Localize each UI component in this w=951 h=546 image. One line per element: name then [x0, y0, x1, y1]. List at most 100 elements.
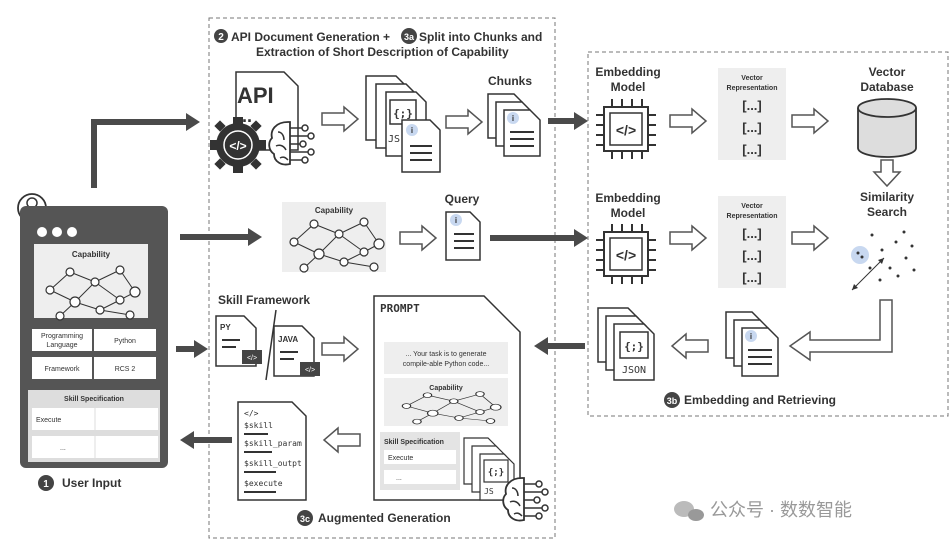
generation-section-box: [208, 17, 556, 539]
svg-text:RCS 2: RCS 2: [115, 366, 136, 373]
arrow-to-vector-1: [669, 108, 707, 134]
chunk-documents-icon: {;} JS i: [365, 75, 441, 173]
svg-text:JS: JS: [484, 487, 494, 496]
capability-graph-box: Capability: [282, 202, 386, 273]
svg-text:Programming: Programming: [41, 333, 83, 340]
framework-divider: [265, 309, 277, 381]
section-1-badge: 1: [38, 475, 54, 491]
svg-text:$skill: $skill: [244, 421, 273, 430]
svg-text:[...]: [...]: [742, 248, 762, 263]
svg-text:$skill_outpt: $skill_outpt: [244, 459, 302, 468]
svg-text:$skill_param: $skill_param: [244, 439, 302, 448]
svg-text:Vector: Vector: [741, 203, 763, 210]
python-file-icon: PY </>: [215, 315, 262, 367]
database-icon: [857, 98, 917, 158]
arrow-to-retrieved-json: [671, 333, 709, 359]
arrow-prompt-to-code: [323, 427, 361, 453]
svg-text:[...]: [...]: [742, 98, 762, 113]
svg-text:1: 1: [43, 479, 49, 490]
wechat-icon: [674, 501, 704, 521]
svg-text:Skill Specification: Skill Specification: [384, 439, 444, 446]
svg-text:{;}: {;}: [393, 107, 413, 120]
svg-text:JSON: JSON: [622, 365, 646, 376]
section-3a-badge: 3a: [401, 28, 417, 44]
svg-text:Execute: Execute: [388, 455, 413, 462]
prompt-document: PROMPT ... Your task is to generate comp…: [373, 295, 521, 501]
svg-text:...: ...: [396, 475, 402, 482]
embedding-model-label-2: Model: [611, 80, 646, 94]
generation-title-b: Split into Chunks and: [419, 30, 542, 44]
similarity-scatter-icon: [851, 230, 916, 291]
arrow-to-query: [399, 225, 437, 251]
user-input-panel: Capability Programming Language Python F…: [20, 206, 168, 468]
svg-text:i: i: [455, 216, 457, 225]
retrieved-json-icon: {;} JSON: [597, 307, 655, 381]
svg-text:</>: </>: [244, 409, 259, 418]
similarity-label-1: Similarity: [860, 190, 914, 204]
section-2-badge: 2: [214, 29, 228, 43]
vector-representation-1: Vector Representation [...] [...] [...]: [718, 68, 786, 160]
watermark-text: 公众号 · 数数智能: [710, 500, 852, 520]
generated-code-document: </> $skill $skill_param $skill_outpt $ex…: [237, 401, 307, 501]
svg-text:Representation: Representation: [727, 213, 778, 220]
vector-database-label-2: Database: [860, 80, 914, 94]
embedding-retrieving-label: Embedding and Retrieving: [684, 393, 836, 407]
svg-text:Skill Specification: Skill Specification: [64, 396, 124, 403]
svg-text:i: i: [411, 126, 413, 135]
svg-text:JS: JS: [388, 134, 400, 145]
svg-text:PY: PY: [220, 323, 231, 332]
svg-text:i: i: [750, 332, 752, 341]
java-file-icon: JAVA </>: [273, 325, 320, 377]
svg-text:3c: 3c: [300, 514, 310, 524]
arrow-to-chunks: [445, 109, 483, 135]
svg-text:compile-able Python code...: compile-able Python code...: [403, 361, 489, 368]
arrow-to-vector-2: [669, 225, 707, 251]
brain-icon: [268, 121, 315, 166]
svg-text:JAVA: JAVA: [278, 335, 298, 344]
generation-title-a: API Document Generation +: [231, 30, 390, 44]
augmented-generation-label: Augmented Generation: [318, 511, 451, 525]
embedding-chip-icon-2: [595, 223, 657, 285]
svg-text:Capability: Capability: [72, 250, 111, 259]
section-3b-badge: 3b: [664, 392, 680, 408]
embedding-model-label-3: Embedding: [595, 191, 660, 205]
chunks-label: Chunks: [488, 74, 532, 88]
svg-text:i: i: [512, 114, 514, 123]
svg-text:[...]: [...]: [742, 142, 762, 157]
svg-text:</>: </>: [305, 367, 315, 374]
svg-text:Capability: Capability: [429, 385, 463, 392]
retrieved-chunks-icon: i: [725, 311, 779, 377]
svg-text:$execute: $execute: [244, 479, 283, 488]
embedding-model-label-1: Embedding: [595, 65, 660, 79]
embedding-model-label-4: Model: [611, 206, 646, 220]
svg-text:{;}: {;}: [488, 468, 504, 478]
svg-text:Vector: Vector: [741, 75, 763, 82]
svg-text:</>: </>: [229, 139, 246, 153]
svg-text:Capability: Capability: [315, 206, 354, 215]
svg-text:Python: Python: [114, 338, 136, 345]
arrow-db-to-similarity: [872, 159, 902, 188]
arrow-user-to-generation: [91, 119, 188, 188]
generation-title-c: Extraction of Short Description of Capab…: [256, 45, 509, 59]
arrow-to-database: [791, 108, 829, 134]
arrow-to-chunk-docs: [321, 106, 359, 132]
vector-database-label-1: Vector: [869, 65, 906, 79]
user-input-label: User Input: [62, 476, 121, 490]
svg-text:2: 2: [218, 32, 224, 43]
svg-text:3a: 3a: [404, 32, 415, 42]
prompt-brain-icon: [502, 477, 549, 522]
svg-text:</>: </>: [247, 355, 257, 362]
arrow-similarity-to-retrieved: [788, 299, 893, 362]
svg-text:Framework: Framework: [44, 366, 80, 373]
svg-text:PROMPT: PROMPT: [380, 302, 420, 315]
arrow-to-similarity: [791, 225, 829, 251]
vector-representation-2: Vector Representation [...] [...] [...]: [718, 196, 786, 288]
svg-text:[...]: [...]: [742, 270, 762, 285]
svg-text:[...]: [...]: [742, 226, 762, 241]
svg-text:3b: 3b: [667, 396, 678, 406]
svg-text:Representation: Representation: [727, 85, 778, 92]
similarity-label-2: Search: [867, 205, 907, 219]
arrow-framework-to-prompt: [321, 336, 359, 362]
svg-text:... Your task is to generate: ... Your task is to generate: [406, 351, 487, 358]
